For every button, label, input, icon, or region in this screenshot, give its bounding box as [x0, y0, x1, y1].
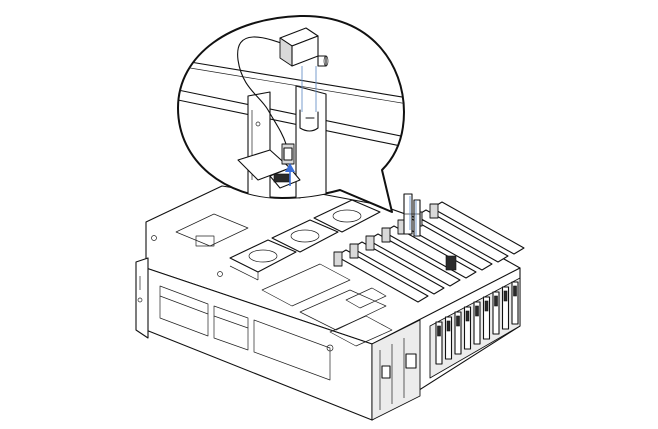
expansion-card — [367, 233, 461, 287]
rack-ear-left — [135, 257, 149, 339]
power-supply-module — [371, 319, 421, 421]
slot-bracket-tab — [503, 290, 508, 302]
expansion-card — [415, 209, 509, 263]
card-retention-clip — [365, 235, 375, 251]
slot-bracket-tab — [494, 295, 498, 307]
system-board-components — [175, 213, 393, 347]
server-chassis — [135, 185, 525, 421]
intrusion-switch-icon — [279, 27, 329, 67]
slot-bracket-tab — [475, 305, 479, 317]
fan-3 — [313, 199, 381, 233]
fan-2 — [271, 219, 339, 253]
card-retention-clip — [381, 227, 391, 243]
expansion-card — [431, 201, 525, 255]
slot-bracket-tab — [465, 310, 470, 322]
slot-bracket — [473, 301, 481, 345]
cooling-fans — [229, 199, 381, 281]
slot-bracket — [444, 316, 453, 360]
slot-bracket — [501, 286, 510, 330]
connector-block — [445, 255, 457, 271]
slot-bracket-tab — [437, 325, 441, 337]
callout-leader — [409, 196, 417, 236]
slot-bracket — [492, 291, 500, 335]
switch-mount-bracket — [295, 85, 327, 201]
front-drive-bays — [151, 235, 334, 381]
card-retention-clip — [349, 243, 359, 259]
intrusion-switch-cable — [237, 36, 299, 145]
fan-1 — [229, 239, 297, 273]
detail-callout — [177, 14, 405, 213]
slot-bracket-tab — [456, 315, 460, 327]
slot-bracket-tab — [513, 285, 517, 297]
psu-handle — [405, 353, 417, 369]
slot-bracket-tab — [446, 320, 451, 332]
card-retention-clip — [429, 203, 439, 219]
expansion-card — [335, 249, 429, 303]
expansion-card — [351, 241, 445, 295]
slot-bracket — [482, 296, 491, 340]
slot-bracket — [511, 281, 519, 325]
expansion-slot-brackets — [429, 277, 521, 379]
slot-bracket — [463, 306, 472, 350]
card-retention-clip — [333, 251, 343, 267]
insertion-arrow-icon — [285, 163, 295, 186]
slot-bracket — [435, 321, 443, 365]
slot-bracket-tab — [484, 300, 489, 312]
switch-plunger — [317, 55, 327, 67]
slot-bracket — [454, 311, 462, 355]
card-guide-posts — [403, 193, 457, 271]
